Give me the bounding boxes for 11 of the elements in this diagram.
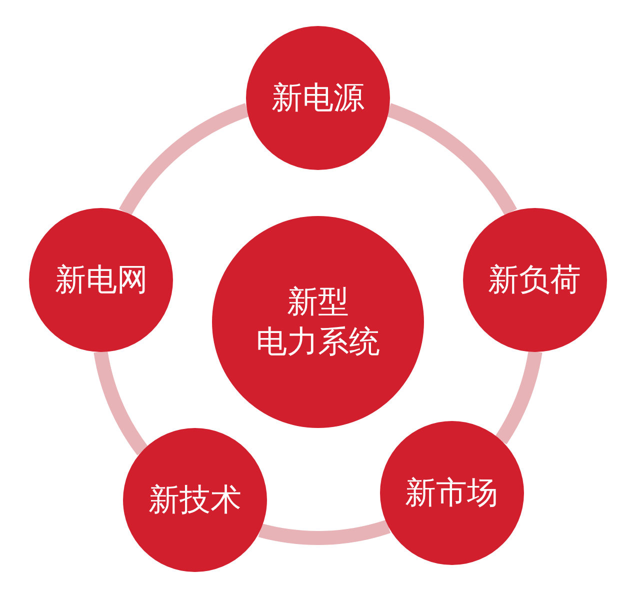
ring-arc	[494, 350, 542, 444]
node-label: 新型电力系统	[256, 282, 380, 362]
node-label: 新负荷	[488, 260, 582, 300]
node-label: 新技术	[148, 481, 242, 520]
ring-arc	[94, 350, 149, 456]
ring-arc	[119, 103, 250, 216]
ring-arc	[258, 520, 390, 545]
ring-arc	[386, 103, 517, 216]
node-label: 新电网	[54, 260, 148, 300]
node-label: 新电源	[272, 78, 364, 118]
node-label: 新市场	[405, 474, 498, 513]
